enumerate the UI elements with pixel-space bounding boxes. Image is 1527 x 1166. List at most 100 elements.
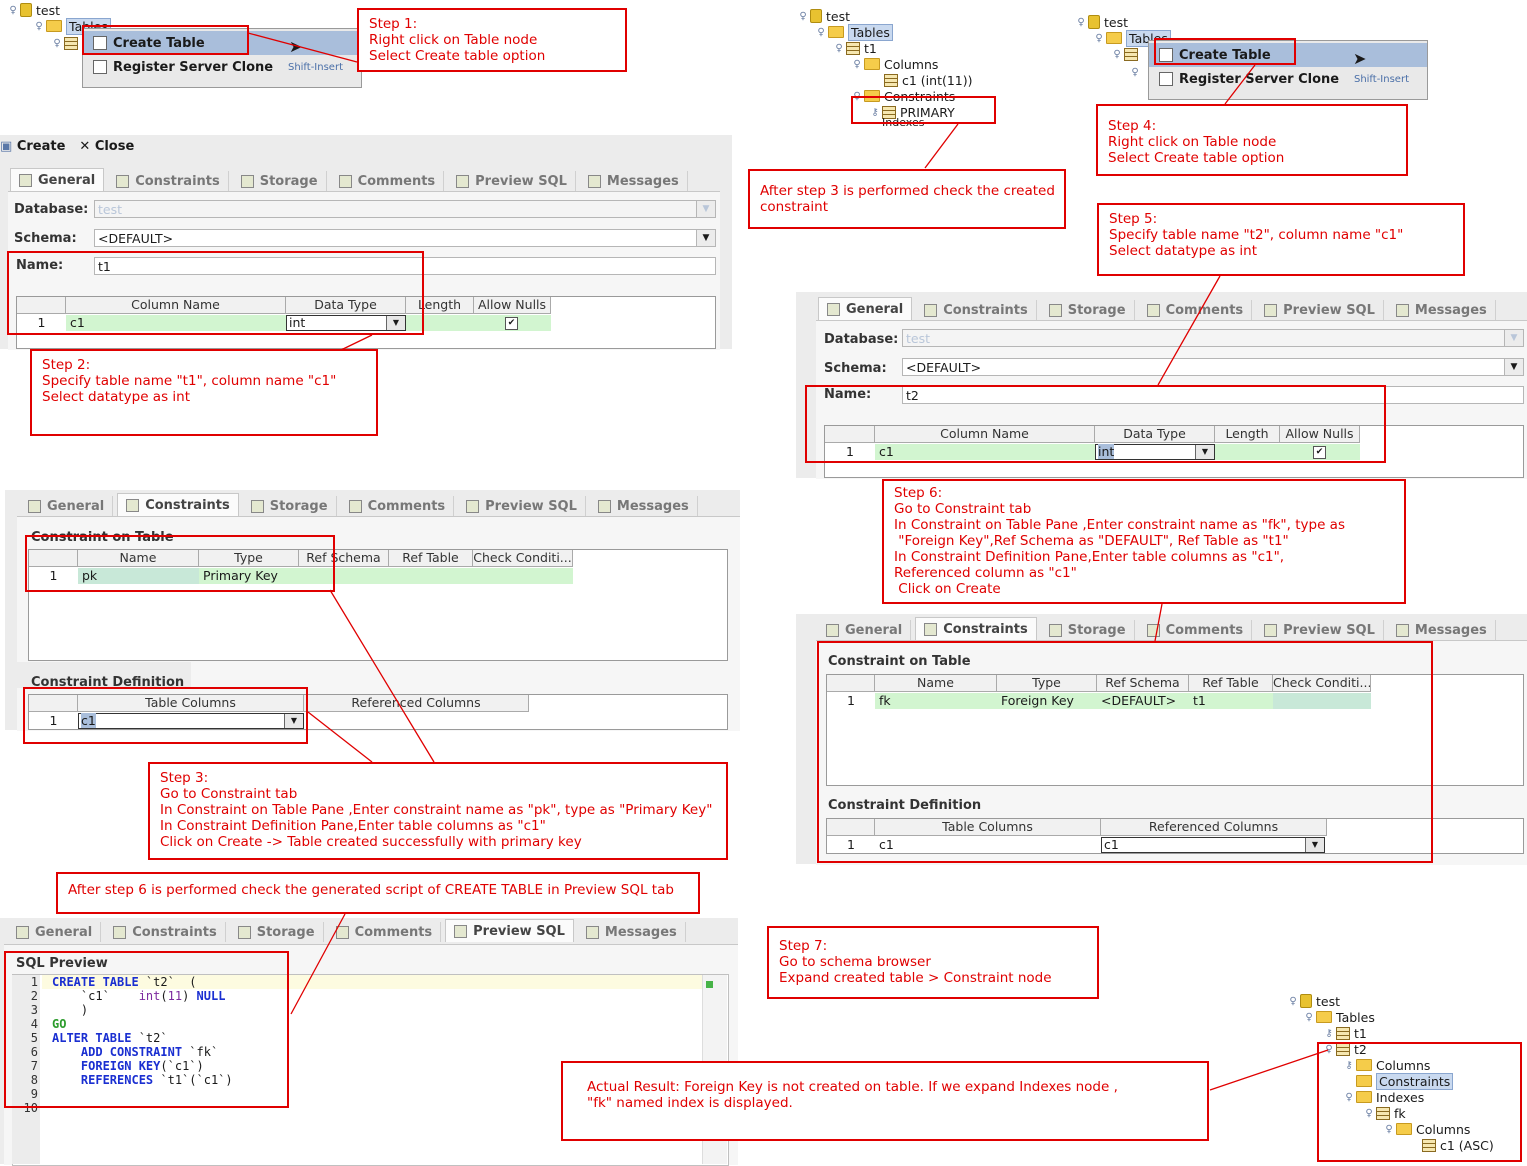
- tree-node-tables[interactable]: ♀Tables: [1305, 1009, 1375, 1025]
- column-header[interactable]: Ref Table: [389, 550, 473, 567]
- tree-node-db[interactable]: ♀test: [799, 8, 851, 24]
- tree-node-c1-asc[interactable]: c1 (ASC): [1420, 1137, 1494, 1153]
- tab-preview-sql[interactable]: Preview SQL: [1256, 300, 1384, 320]
- constraint-type-cell[interactable]: Foreign Key: [997, 693, 1097, 709]
- tab-preview-sql[interactable]: Preview SQL: [458, 496, 586, 516]
- column-header[interactable]: Check Conditi...: [1273, 675, 1371, 692]
- tab-preview-sql[interactable]: Preview SQL: [445, 919, 574, 942]
- ref-schema-cell[interactable]: <DEFAULT>: [1097, 693, 1189, 709]
- tree-node-db[interactable]: ♀test: [9, 2, 61, 18]
- schema-select[interactable]: <DEFAULT>▼: [94, 229, 716, 247]
- tab-comments[interactable]: Comments: [1139, 300, 1253, 320]
- column-header[interactable]: Table Columns: [78, 695, 304, 712]
- column-header[interactable]: Allow Nulls: [474, 297, 551, 314]
- constraint-name-cell[interactable]: fk: [875, 693, 997, 709]
- tree-node-constraints[interactable]: Constraints: [1354, 1072, 1454, 1090]
- tab-constraints[interactable]: Constraints: [105, 922, 226, 942]
- tree-node-t1[interactable]: ⚷t1: [1325, 1025, 1367, 1041]
- tree-node-columns[interactable]: ⚷Columns: [1345, 1057, 1431, 1073]
- column-header[interactable]: Allow Nulls: [1280, 426, 1360, 443]
- folder-icon: [1356, 1091, 1372, 1103]
- tab-general[interactable]: General: [8, 922, 102, 942]
- constraint-type-cell[interactable]: Primary Key: [199, 568, 299, 584]
- column-header[interactable]: Length: [1215, 426, 1280, 443]
- general-icon: [827, 302, 840, 316]
- tree-node-t1[interactable]: ♀t1: [835, 40, 877, 56]
- column-header[interactable]: Ref Schema: [299, 550, 389, 567]
- tab-storage[interactable]: Storage: [233, 171, 327, 191]
- tab-storage[interactable]: Storage: [1041, 300, 1135, 320]
- column-header[interactable]: Ref Table: [1189, 675, 1273, 692]
- tree-node-child[interactable]: ♀: [1130, 64, 1140, 80]
- tree-node-db[interactable]: ♀test: [1077, 14, 1129, 30]
- tab-comments[interactable]: Comments: [331, 171, 445, 191]
- name-input[interactable]: t1: [94, 257, 716, 275]
- tab-general[interactable]: General: [818, 620, 912, 640]
- tree-node-primary[interactable]: ⚷PRIMARY: [871, 104, 955, 120]
- tab-messages[interactable]: Messages: [1388, 300, 1496, 320]
- column-header[interactable]: Name: [875, 675, 997, 692]
- tab-general[interactable]: General: [10, 168, 105, 191]
- database-select[interactable]: test▼: [902, 329, 1524, 347]
- column-header[interactable]: Name: [78, 550, 199, 567]
- tab-comments[interactable]: Comments: [1139, 620, 1253, 640]
- column-header[interactable]: Column Name: [875, 426, 1095, 443]
- tree-node-fk[interactable]: ♀fk: [1365, 1105, 1406, 1121]
- column-header[interactable]: Table Columns: [875, 819, 1101, 836]
- tree-node-child[interactable]: ♀: [1112, 46, 1142, 62]
- constraint-name-cell[interactable]: pk: [78, 568, 199, 584]
- tab-messages[interactable]: Messages: [590, 496, 698, 516]
- tree-node-columns[interactable]: ♀Columns: [853, 56, 939, 72]
- table-column-cell[interactable]: c1: [879, 837, 894, 852]
- table-columns-combo[interactable]: c1▼: [78, 713, 304, 729]
- tree-node-db[interactable]: ♀test: [1289, 993, 1341, 1009]
- column-header[interactable]: Ref Schema: [1097, 675, 1189, 692]
- column-name-cell[interactable]: c1: [875, 444, 1095, 460]
- column-header[interactable]: Type: [997, 675, 1097, 692]
- column-header[interactable]: Type: [199, 550, 299, 567]
- highlight-step6: [817, 641, 1433, 863]
- tree-node-child[interactable]: ♀: [52, 35, 82, 51]
- column-header[interactable]: Column Name: [66, 297, 286, 314]
- column-header[interactable]: Check Conditi...: [473, 550, 573, 567]
- column-name-cell[interactable]: c1: [66, 315, 286, 331]
- column-header[interactable]: Referenced Columns: [1101, 819, 1327, 836]
- tree-node-indexes[interactable]: ♀Indexes: [1345, 1089, 1425, 1105]
- tree-node-t2[interactable]: ♀t2: [1325, 1041, 1367, 1057]
- tab-storage[interactable]: Storage: [1041, 620, 1135, 640]
- tab-messages[interactable]: Messages: [578, 922, 686, 942]
- referenced-columns-combo[interactable]: c1▼: [1101, 837, 1325, 853]
- data-type-combo[interactable]: int▼: [286, 315, 406, 331]
- schema-select[interactable]: <DEFAULT>▼: [902, 358, 1524, 376]
- tab-general[interactable]: General: [818, 297, 913, 320]
- tab-general[interactable]: General: [20, 496, 114, 516]
- column-header[interactable]: Data Type: [286, 297, 406, 314]
- tab-preview-sql[interactable]: Preview SQL: [448, 171, 576, 191]
- tab-constraints[interactable]: Constraints: [915, 617, 1037, 640]
- tree-node-tables[interactable]: ♀Tables: [816, 23, 893, 41]
- tab-preview-sql[interactable]: Preview SQL: [1256, 620, 1384, 640]
- database-select[interactable]: test▼: [94, 200, 716, 218]
- check-condition-cell[interactable]: [1273, 693, 1371, 709]
- tree-node-c1[interactable]: c1 (int(11)): [882, 72, 973, 88]
- tab-comments[interactable]: Comments: [328, 922, 442, 942]
- ref-table-cell[interactable]: t1: [1189, 693, 1273, 709]
- tab-messages[interactable]: Messages: [1388, 620, 1496, 640]
- tab-messages[interactable]: Messages: [580, 171, 688, 191]
- column-header[interactable]: Data Type: [1095, 426, 1215, 443]
- tab-storage[interactable]: Storage: [230, 922, 324, 942]
- tab-storage[interactable]: Storage: [243, 496, 337, 516]
- allow-nulls-checkbox[interactable]: ✔: [505, 317, 518, 330]
- tab-comments[interactable]: Comments: [341, 496, 455, 516]
- tree-node-index-columns[interactable]: ♀Columns: [1385, 1121, 1471, 1137]
- data-type-combo[interactable]: int▼: [1095, 444, 1215, 460]
- tab-constraints[interactable]: Constraints: [108, 171, 229, 191]
- tab-constraints[interactable]: Constraints: [117, 493, 239, 516]
- column-header[interactable]: Referenced Columns: [304, 695, 529, 712]
- create-button[interactable]: ▣ Create: [0, 139, 66, 154]
- tab-constraints[interactable]: Constraints: [916, 300, 1037, 320]
- close-button[interactable]: ✕ Close: [79, 139, 135, 154]
- allow-nulls-checkbox[interactable]: ✔: [1313, 446, 1326, 459]
